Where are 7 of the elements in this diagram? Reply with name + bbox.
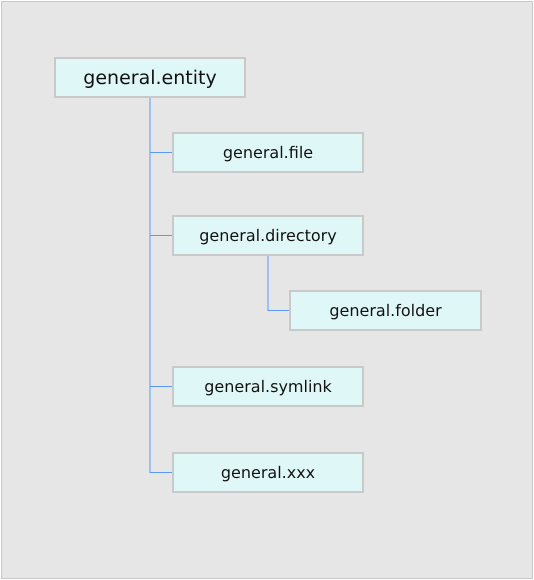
type-box: general.folder — [289, 290, 482, 331]
type-box: general.file — [172, 132, 364, 173]
type-box: general.xxx — [172, 452, 364, 493]
type-box: general.symlink — [172, 366, 364, 407]
connector-line — [268, 256, 290, 311]
type-box: general.directory — [172, 215, 364, 256]
type-box: general.entity — [54, 57, 246, 98]
